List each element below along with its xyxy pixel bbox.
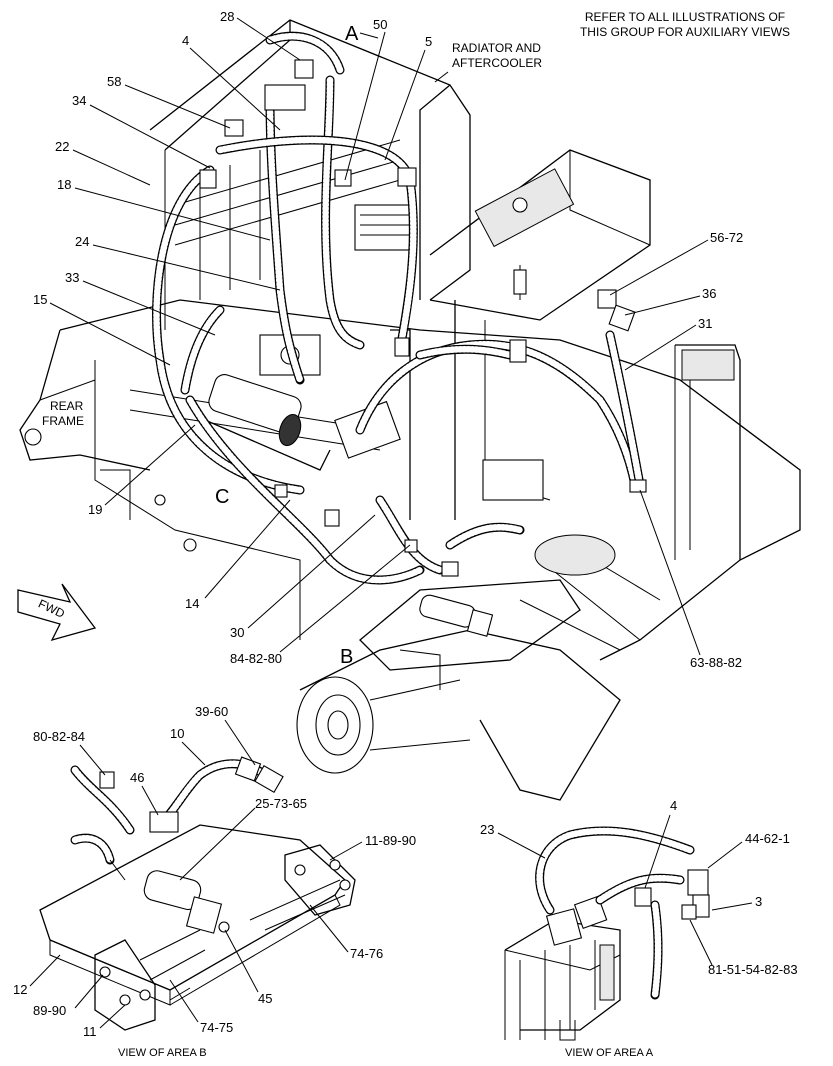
callout-24: 24	[75, 234, 89, 249]
callout-19: 19	[88, 502, 102, 517]
view-a-callout-81-51-54-82-83: 81-51-54-82-83	[708, 962, 798, 977]
header-note-line1: REFER TO ALL ILLUSTRATIONS OF	[585, 10, 785, 24]
main-callouts: 28 4 50 5 58 34 22 18 24 33 15 56-72 36 …	[33, 9, 743, 670]
view-b-callout-45: 45	[258, 991, 272, 1006]
view-b-callout-11-89-90: 11-89-90	[365, 833, 416, 848]
fittings	[199, 59, 647, 577]
callout-4: 4	[182, 33, 189, 48]
callout-50: 50	[373, 17, 387, 32]
radiator-label-line2: AFTERCOOLER	[452, 56, 542, 70]
view-b-callout-80-82-84: 80-82-84	[33, 729, 85, 744]
hose-lines	[152, 31, 645, 585]
area-letter-b: B	[340, 646, 353, 668]
callout-14: 14	[185, 596, 199, 611]
callout-33: 33	[65, 270, 79, 285]
callout-22: 22	[55, 139, 69, 154]
rear-frame-label-line1: REAR	[50, 399, 84, 413]
view-a-callout-3: 3	[755, 894, 762, 909]
view-b-caption: VIEW OF AREA B	[118, 1047, 207, 1059]
view-b-callout-74-76: 74-76	[350, 946, 383, 961]
callout-30: 30	[230, 625, 244, 640]
callout-5: 5	[425, 34, 432, 49]
view-b-callout-46: 46	[130, 770, 144, 785]
view-b-callout-25-73-65: 25-73-65	[255, 796, 307, 811]
radiator-label-line1: RADIATOR AND	[452, 41, 541, 55]
view-b-callout-11: 11	[83, 1024, 97, 1039]
view-area-b: VIEW OF AREA B 80-82-84 10 39-60 46 25-7…	[13, 704, 416, 1059]
area-letter-c: C	[215, 486, 229, 508]
callout-56-72: 56-72	[710, 230, 743, 245]
header-note-line2: THIS GROUP FOR AUXILIARY VIEWS	[580, 25, 790, 39]
view-a-caption: VIEW OF AREA A	[565, 1047, 654, 1059]
callout-15: 15	[33, 292, 47, 307]
view-b-callout-12: 12	[13, 982, 27, 997]
rear-frame-label-line2: FRAME	[42, 414, 84, 428]
callout-58: 58	[107, 74, 121, 89]
callout-36: 36	[702, 286, 716, 301]
view-b-callout-74-75: 74-75	[200, 1020, 233, 1035]
view-area-a: VIEW OF AREA A 23 4 44-62-1 3 81-51-54-8…	[480, 798, 798, 1059]
area-letter-a: A	[345, 23, 359, 45]
view-a-callout-44-62-1: 44-62-1	[745, 831, 790, 846]
callout-34: 34	[72, 93, 86, 108]
callout-31: 31	[698, 316, 712, 331]
view-a-callout-23: 23	[480, 822, 494, 837]
view-b-callout-39-60: 39-60	[195, 704, 228, 719]
callout-18: 18	[57, 177, 71, 192]
main-assembly-drawing	[17, 19, 801, 801]
view-a-callout-4: 4	[670, 798, 677, 813]
callout-63-88-82: 63-88-82	[690, 655, 742, 670]
callout-84-82-80: 84-82-80	[230, 651, 282, 666]
view-b-callout-10: 10	[170, 726, 184, 741]
fwd-arrow-icon	[17, 583, 97, 642]
callout-28: 28	[220, 9, 234, 24]
view-b-callout-89-90: 89-90	[33, 1003, 66, 1018]
